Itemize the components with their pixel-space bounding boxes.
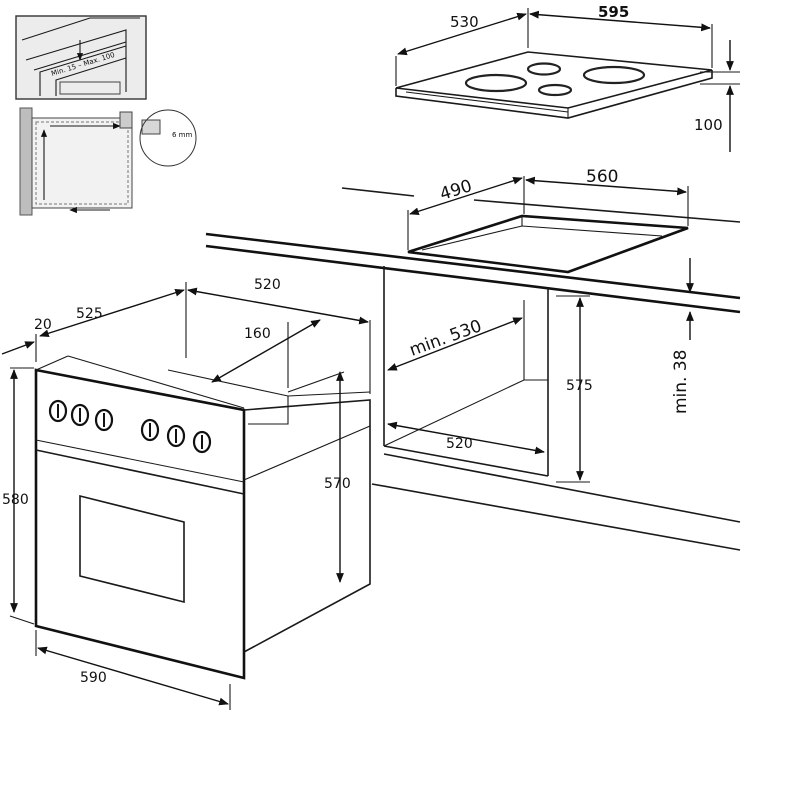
knob-6 (192, 430, 212, 454)
niche-width-label: 520 (446, 436, 473, 452)
hob-height-label: 100 (694, 116, 723, 134)
burner-front-right (582, 65, 646, 85)
oven-depth-label: 525 (76, 306, 103, 322)
gap-note: 6 mm (172, 131, 192, 139)
cut-width-label: 560 (586, 167, 618, 187)
burner-rear-left (464, 73, 528, 93)
burner-rear-right (526, 62, 562, 76)
knob-3 (94, 408, 114, 432)
oven-front-label: 20 (34, 317, 52, 333)
oven-dimensions: 20 525 520 160 580 570 590 (1, 277, 371, 710)
cut-depth-label: 490 (438, 176, 475, 205)
burner-front-left (537, 83, 573, 97)
oven (34, 355, 371, 680)
hob (395, 51, 713, 119)
worktop-thickness-label: min. 38 (671, 350, 691, 415)
knob-4 (140, 418, 160, 442)
hob-width-label: 595 (598, 3, 629, 21)
oven-body-height-label: 570 (324, 476, 351, 492)
knob-2 (70, 403, 90, 427)
vent-label: 160 (244, 326, 271, 342)
oven-window (79, 494, 185, 604)
control-knobs (48, 399, 212, 454)
hob-dimensions: 530 595 100 (395, 3, 740, 152)
cab-depth-label: min. 530 (407, 316, 485, 361)
worktop (205, 187, 741, 314)
oven-width-label: 590 (80, 670, 107, 686)
knob-5 (166, 424, 186, 448)
ventilation-inset: Min. 15 – Max. 100 6 mm (15, 15, 197, 216)
cabinet-niche (371, 266, 741, 551)
oven-body-depth-label: 520 (254, 277, 281, 293)
hob-depth-label: 530 (450, 13, 479, 31)
niche-height-label: 575 (566, 378, 593, 394)
knob-1 (48, 399, 68, 423)
niche-dimensions: min. 530 575 520 min. 38 (387, 258, 694, 483)
oven-height-label: 580 (2, 492, 29, 508)
